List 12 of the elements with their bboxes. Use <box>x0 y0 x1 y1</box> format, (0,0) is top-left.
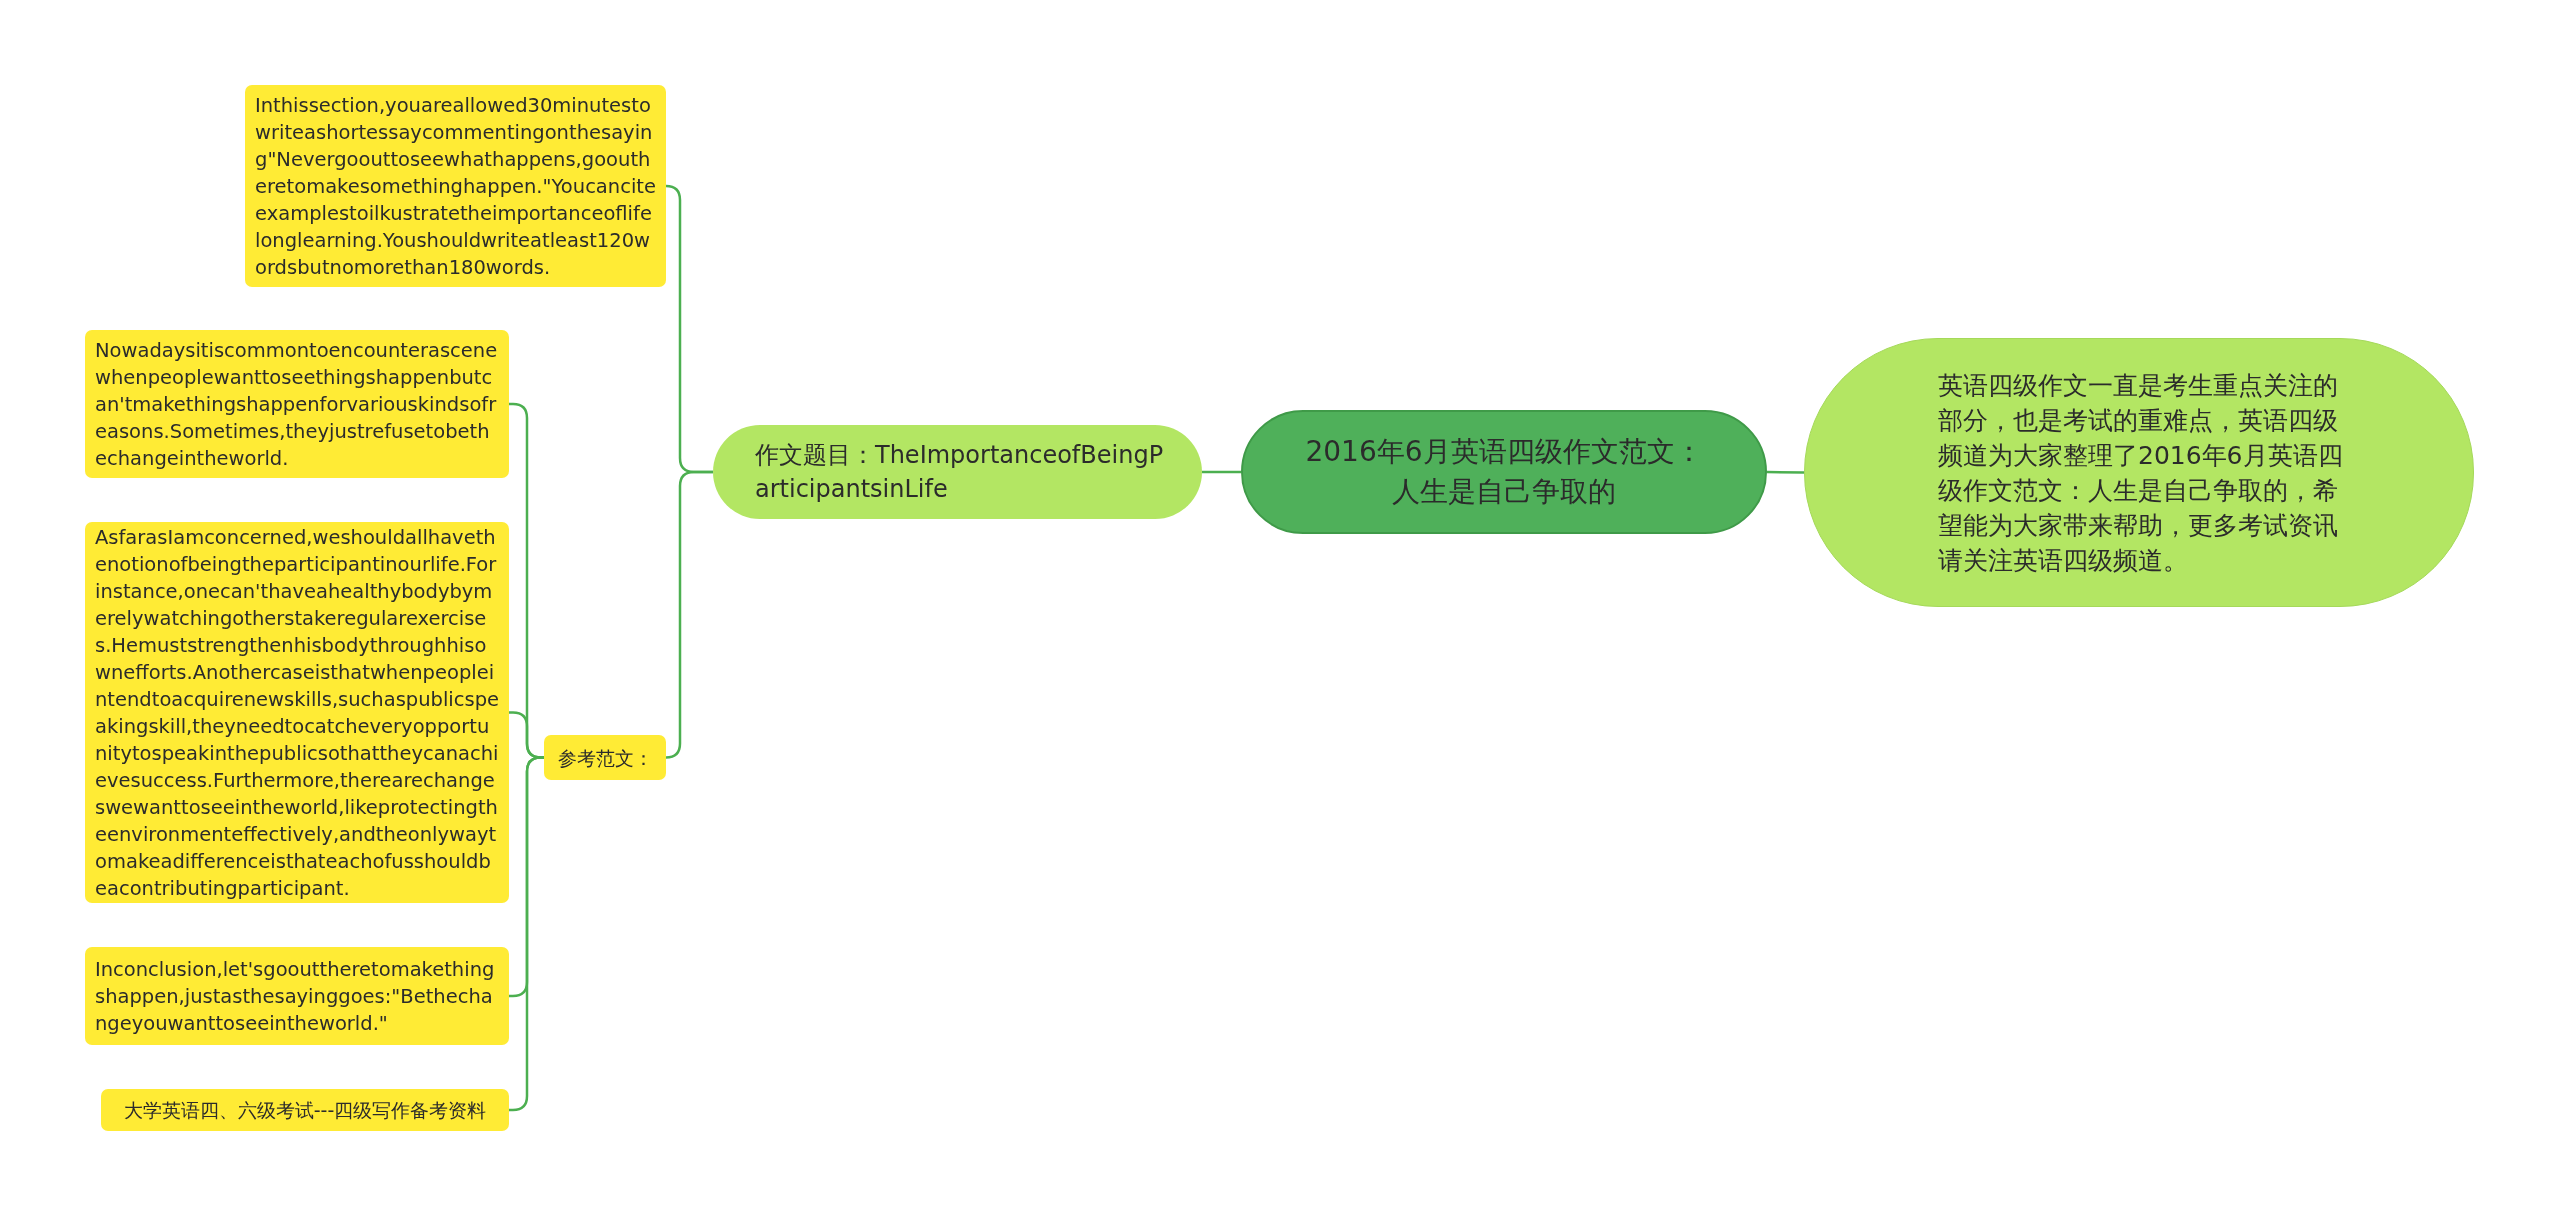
summary-box: 英语四级作文一直是考生重点关注的部分，也是考试的重难点，英语四级频道为大家整理了2016年6月英语四级作文范文：人生是自己争取的，希望能为大家带来帮助，更多考试资讯请关注英语四级频道。 <box>1804 338 2474 607</box>
connector <box>1767 470 1804 474</box>
topic-box: 作文题目：TheImportanceofBeingParticipantsinLife <box>713 425 1202 519</box>
central-topic: 2016年6月英语四级作文范文：人生是自己争取的 <box>1241 410 1767 534</box>
text-card: AsfarasIamconcerned,weshouldallhavethenotionofbeingtheparticipantinourlife.Forinstance,onecan'thaveahealthybodybymerelywatchingotherstakeregularexercises.Hemuststrengthenhisbodythroughhisownefforts.Anothercaseisthatwhenpeopleintendtoacquirenewskills,suchaspublicspeakingskill,theyneedtocatcheveryopportunitytospeakinthepublicsothattheycanachievesuccess.Furthermore,therearechangeswewanttoseeintheworld,likeprotectingtheenvironmenteffectively,andtheonlywaytomakeadifferenceisthateachofusshouldbeacontributingparticipant. <box>85 522 509 903</box>
connector <box>1202 470 1241 474</box>
text-card: 大学英语四、六级考试---四级写作备考资料 <box>101 1089 509 1131</box>
text-card: Nowadaysitiscommontoencounterascenewhenpeoplewanttoseethingshappenbutcan'tmakethingshappenforvariouskindsofreasons.Sometimes,theyjustrefusetobethechangeintheworld. <box>85 330 509 478</box>
text-card: 参考范文： <box>544 735 666 780</box>
text-card: Inconclusion,let'sgoouttheretomakethingshappen,justasthesayinggoes:"Bethechangeyouwanttoseeintheworld." <box>85 947 509 1045</box>
text-card: Inthissection,youareallowed30minutestowriteashortessaycommentingonthesaying"Nevergoouttoseewhathappens,gooutheretomakesomethinghappen."Youcanciteexamplestoilkustratetheimportanceoflifelonglearning.Youshouldwriteatleast120wordsbutnomorethan180words. <box>245 85 666 287</box>
connector <box>664 470 713 759</box>
